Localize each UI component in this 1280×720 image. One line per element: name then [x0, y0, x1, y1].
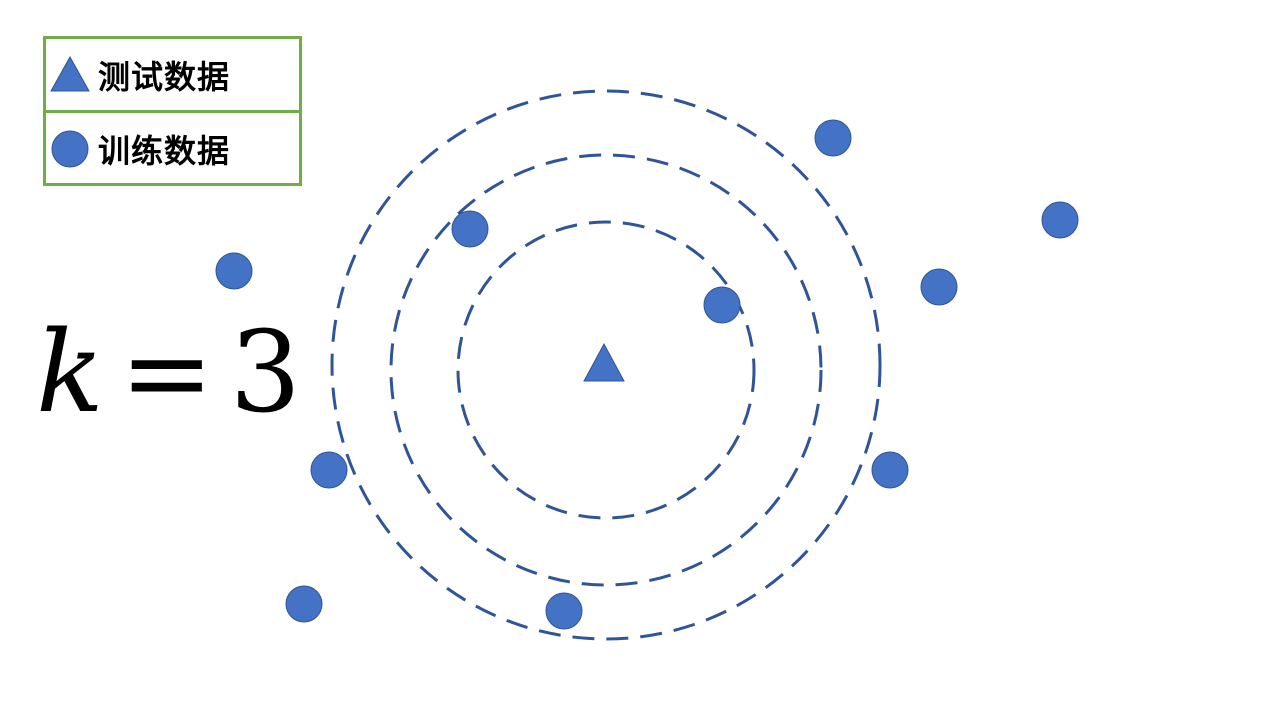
- circle-icon: [50, 129, 90, 169]
- training-point: [703, 286, 741, 324]
- legend-label-test: 测试数据: [98, 57, 231, 96]
- training-point: [285, 585, 323, 623]
- legend-row-train: 训练数据: [46, 110, 299, 184]
- legend-label-train: 训练数据: [98, 131, 231, 170]
- triangle-icon: [50, 55, 90, 95]
- training-point: [1041, 201, 1079, 239]
- ring-outer: [330, 89, 882, 641]
- training-point: [545, 592, 583, 630]
- training-point: [920, 268, 958, 306]
- formula-variable: k: [36, 308, 104, 438]
- training-point: [871, 451, 909, 489]
- ring-inner: [456, 220, 756, 520]
- formula-value: 3: [229, 308, 301, 438]
- neighborhood-rings: [330, 89, 882, 641]
- formula-operator: =: [119, 308, 214, 438]
- training-point: [814, 119, 852, 157]
- training-point: [451, 210, 489, 248]
- legend: 测试数据 训练数据: [43, 36, 302, 186]
- training-point: [215, 252, 253, 290]
- training-points: [215, 119, 1079, 630]
- test-point-triangle: [583, 342, 625, 382]
- training-point: [310, 451, 348, 489]
- ring-middle: [389, 153, 823, 587]
- legend-row-test: 测试数据: [46, 39, 299, 110]
- k-value-formula: k = 3: [36, 308, 301, 438]
